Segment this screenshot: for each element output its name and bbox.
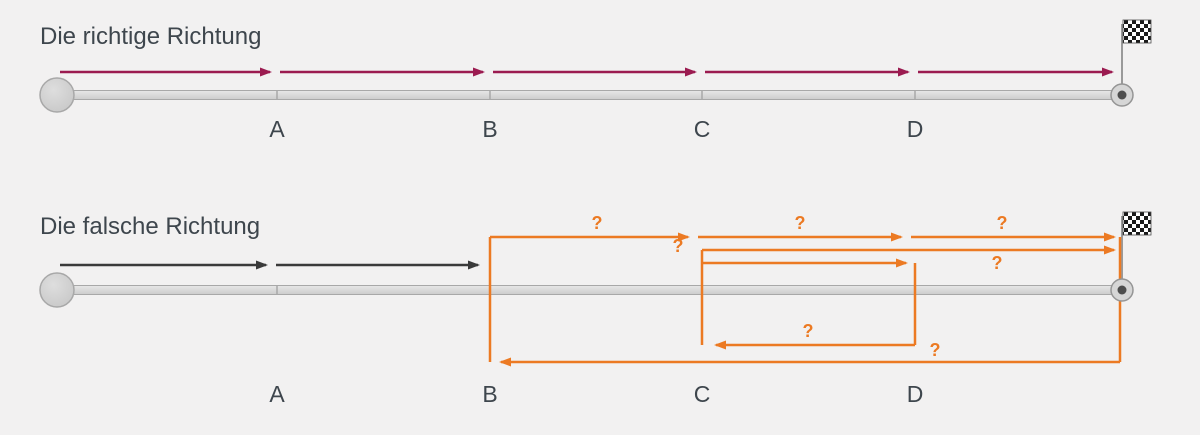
question-mark-2: ? (795, 213, 806, 233)
marker-label-d: D (907, 116, 924, 142)
finish-pin-dot (1117, 90, 1127, 100)
section-title: Die falsche Richtung (40, 213, 260, 240)
question-mark-4: ? (673, 236, 684, 256)
question-mark-7: ? (930, 340, 941, 360)
correct-direction-section: Die richtige Richtung A B C D (39, 19, 1152, 142)
marker-label-c: C (694, 381, 711, 407)
start-circle (39, 272, 75, 308)
start-circle (39, 77, 75, 113)
checkered-flag-icon (1122, 211, 1152, 236)
marker-label-a: A (269, 381, 285, 407)
question-mark-1: ? (592, 213, 603, 233)
question-mark-3: ? (997, 213, 1008, 233)
question-mark-5: ? (992, 253, 1003, 273)
marker-label-a: A (269, 116, 285, 142)
section-title: Die richtige Richtung (40, 23, 261, 50)
marker-label-b: B (482, 116, 497, 142)
finish-pin-dot (1117, 285, 1127, 295)
marker-label-b: B (482, 381, 497, 407)
marker-label-d: D (907, 381, 924, 407)
marker-label-c: C (694, 116, 711, 142)
checkered-flag-icon (1122, 19, 1152, 44)
track-bar (56, 285, 1124, 295)
track-bar (56, 90, 1124, 100)
question-mark-6: ? (803, 321, 814, 341)
wrong-direction-section: Die falsche Richtung (39, 211, 1152, 407)
